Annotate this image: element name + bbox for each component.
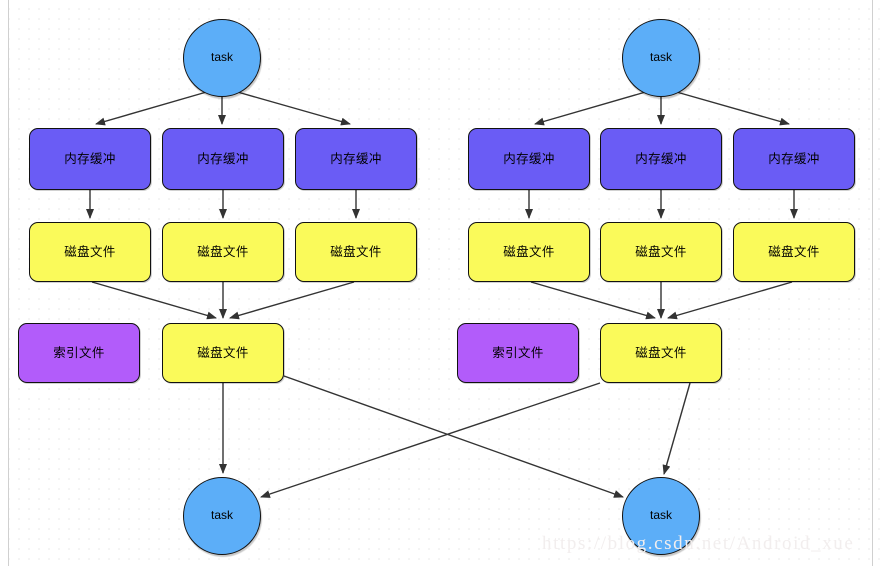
node-label: task <box>649 508 672 523</box>
canvas-left-rule <box>8 0 9 566</box>
disk-file-node-left-3[interactable]: 磁盘文件 <box>295 222 417 282</box>
disk-file-node-right-2[interactable]: 磁盘文件 <box>600 222 722 282</box>
watermark-text: https://blog.csdn.net/Android_xue <box>542 533 855 554</box>
task-node-left-top[interactable]: task <box>183 19 261 97</box>
disk-file-node-right-1[interactable]: 磁盘文件 <box>468 222 590 282</box>
memory-buffer-node-right-1[interactable]: 内存缓冲 <box>468 128 590 190</box>
memory-buffer-node-left-1[interactable]: 内存缓冲 <box>29 128 151 190</box>
merged-disk-file-node-left[interactable]: 磁盘文件 <box>162 323 284 383</box>
node-label: 磁盘文件 <box>503 244 555 260</box>
node-label: 磁盘文件 <box>635 345 687 361</box>
node-label: 内存缓冲 <box>197 151 249 167</box>
index-file-node-right[interactable]: 索引文件 <box>457 323 579 383</box>
memory-buffer-node-right-2[interactable]: 内存缓冲 <box>600 128 722 190</box>
task-node-right-top[interactable]: task <box>622 19 700 97</box>
disk-file-node-right-3[interactable]: 磁盘文件 <box>733 222 855 282</box>
node-label: 内存缓冲 <box>330 151 382 167</box>
disk-file-node-left-2[interactable]: 磁盘文件 <box>162 222 284 282</box>
node-label: task <box>649 50 672 65</box>
node-label: 内存缓冲 <box>64 151 116 167</box>
node-label: 磁盘文件 <box>768 244 820 260</box>
node-label: 磁盘文件 <box>330 244 382 260</box>
merged-disk-file-node-right[interactable]: 磁盘文件 <box>600 323 722 383</box>
node-label: 索引文件 <box>53 345 105 361</box>
canvas-right-rule <box>872 0 873 566</box>
node-label: 磁盘文件 <box>197 345 249 361</box>
memory-buffer-node-right-3[interactable]: 内存缓冲 <box>733 128 855 190</box>
index-file-node-left[interactable]: 索引文件 <box>18 323 140 383</box>
node-label: 磁盘文件 <box>635 244 687 260</box>
node-label: 索引文件 <box>492 345 544 361</box>
node-label: 内存缓冲 <box>503 151 555 167</box>
memory-buffer-node-left-3[interactable]: 内存缓冲 <box>295 128 417 190</box>
disk-file-node-left-1[interactable]: 磁盘文件 <box>29 222 151 282</box>
node-label: task <box>210 50 233 65</box>
memory-buffer-node-left-2[interactable]: 内存缓冲 <box>162 128 284 190</box>
node-label: 磁盘文件 <box>64 244 116 260</box>
task-node-left-bottom[interactable]: task <box>183 477 261 555</box>
node-label: 内存缓冲 <box>768 151 820 167</box>
node-label: 内存缓冲 <box>635 151 687 167</box>
node-label: 磁盘文件 <box>197 244 249 260</box>
node-label: task <box>210 508 233 523</box>
